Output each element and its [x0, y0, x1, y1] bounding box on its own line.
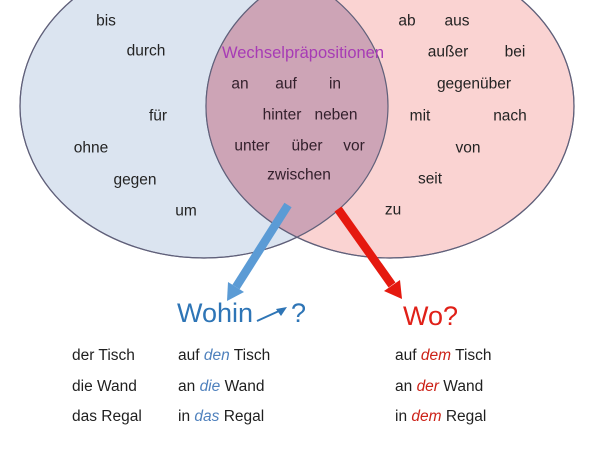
wo-arrow — [334, 206, 402, 299]
wohin-small-arrow-icon — [256, 306, 288, 322]
phrase-noun: Wand — [224, 378, 265, 395]
wohin-phrase-row: an die Wand — [178, 378, 264, 395]
word-in: in — [328, 75, 342, 93]
noun-der-tisch: der Tisch — [72, 347, 135, 364]
noun-die-wand: die Wand — [72, 378, 137, 395]
phrase-noun: Wand — [443, 378, 484, 395]
word-ohne: ohne — [73, 139, 109, 157]
phrase-article-accusative: den — [203, 347, 230, 364]
wo-arrow-head — [384, 280, 402, 299]
word-aus: aus — [444, 12, 470, 30]
wohin-question-mark: ? — [291, 298, 307, 328]
phrase-article-dative: dem — [411, 408, 442, 425]
accusative-circle-outline — [19, 0, 389, 259]
word-ab: ab — [398, 12, 416, 30]
wohin-phrase-row: in das Regal — [178, 408, 264, 425]
word-gegenueber: gegenüber — [436, 75, 512, 93]
phrase-noun: Tisch — [233, 347, 271, 364]
phrase-noun: Regal — [223, 408, 265, 425]
dative-circle-outline — [205, 0, 575, 259]
phrase-noun: Tisch — [455, 347, 492, 364]
phrase-prep: an — [178, 378, 196, 395]
phrase-prep: an — [395, 378, 413, 395]
word-an: an — [231, 75, 249, 93]
word-fuer: für — [148, 107, 168, 125]
wohin-arrow — [227, 202, 292, 301]
word-hinter: hinter — [262, 106, 302, 124]
phrase-article-dative: der — [416, 378, 439, 395]
phrase-noun: Regal — [445, 408, 487, 425]
wohin-arrow-shaft — [232, 202, 292, 290]
word-zwischen: zwischen — [267, 166, 331, 184]
wo-arrow-shaft — [334, 206, 396, 288]
word-mit: mit — [409, 107, 431, 125]
phrase-article-accusative: das — [194, 408, 220, 425]
phrase-prep: in — [178, 408, 191, 425]
phrase-prep: auf — [178, 347, 200, 364]
word-ueber: über — [291, 137, 323, 155]
wo-phrase-row: in dem Regal — [395, 408, 486, 425]
wohin-heading: Wohin ? — [177, 300, 306, 327]
word-durch: durch — [126, 42, 166, 60]
word-nach: nach — [493, 107, 527, 125]
word-zu: zu — [384, 201, 402, 219]
phrase-article-dative: dem — [420, 347, 452, 364]
wohin-arrow-head — [227, 282, 244, 301]
noun-das-regal: das Regal — [72, 408, 142, 425]
word-um: um — [175, 202, 197, 220]
wo-heading: Wo? — [403, 301, 459, 331]
center-label: Wechselpräpositionen — [221, 43, 385, 62]
word-neben: neben — [314, 106, 358, 124]
phrase-prep: in — [395, 408, 408, 425]
word-auf: auf — [275, 75, 297, 93]
phrase-article-accusative: die — [199, 378, 221, 395]
word-seit: seit — [417, 170, 443, 188]
word-unter: unter — [234, 137, 270, 155]
word-gegen: gegen — [113, 171, 157, 189]
wohin-label: Wohin — [177, 298, 254, 328]
wo-phrase-row: an der Wand — [395, 378, 483, 395]
word-von: von — [455, 139, 481, 157]
wo-phrase-row: auf dem Tisch — [395, 347, 492, 364]
wohin-phrase-row: auf den Tisch — [178, 347, 270, 364]
word-ausser: außer — [427, 43, 469, 61]
phrase-prep: auf — [395, 347, 417, 364]
overlap-region — [206, 0, 388, 258]
word-vor: vor — [343, 137, 365, 155]
word-bis: bis — [96, 12, 116, 30]
word-bei: bei — [504, 43, 526, 61]
